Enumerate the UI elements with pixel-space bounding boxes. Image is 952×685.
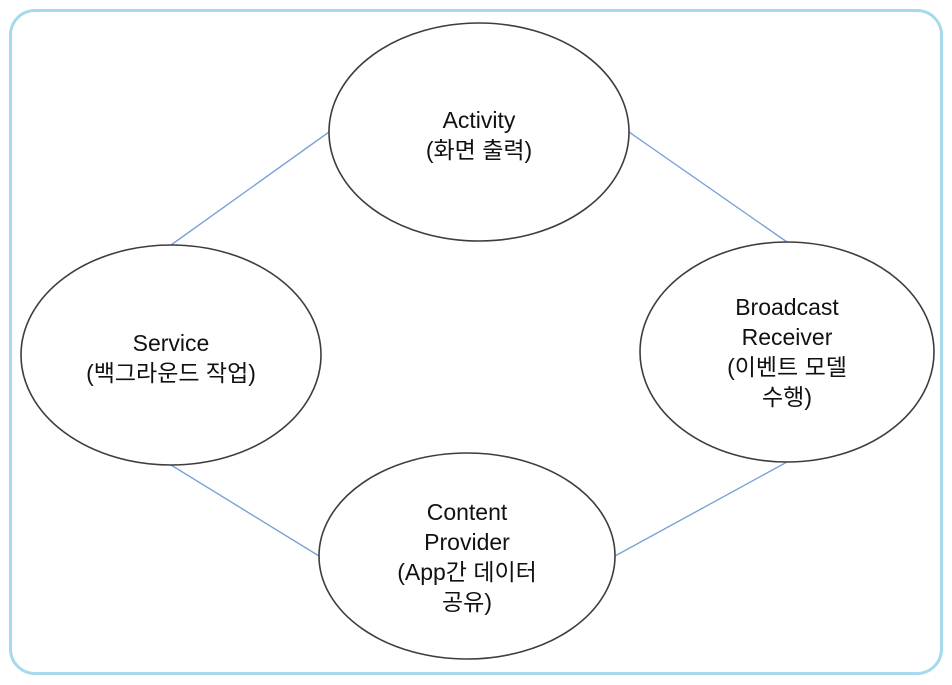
node-ellipse-service — [20, 244, 322, 466]
node-ellipse-activity — [328, 22, 630, 242]
node-label-line: (App간 데이터 — [397, 559, 537, 585]
node-label-line: Receiver — [741, 324, 833, 350]
node-label-broadcast-receiver: Broadcast Receiver (이벤트 모델 수행) — [727, 292, 847, 412]
node-label-line: (백그라운드 작업) — [86, 360, 256, 386]
node-label-line: (화면 출력) — [425, 137, 533, 163]
node-label-service: Service (백그라운드 작업) — [86, 328, 256, 388]
node-label-line: Content — [426, 499, 508, 525]
connector-activity-broadcast-receiver — [628, 131, 788, 243]
node-label-line: 공유) — [442, 589, 492, 615]
connector-broadcast-receiver-content-provider — [614, 461, 788, 557]
node-label-line: 수행) — [762, 384, 812, 410]
node-label-line: (이벤트 모델 — [727, 354, 847, 380]
node-label-content-provider: Content Provider (App간 데이터 공유) — [397, 497, 537, 617]
node-label-line: Service — [132, 330, 210, 356]
node-label-line: Provider — [424, 529, 510, 555]
node-label-line: Activity — [442, 107, 516, 133]
connector-service-activity — [170, 131, 330, 246]
node-ellipse-content-provider — [318, 452, 616, 660]
connector-content-provider-service — [170, 464, 320, 557]
node-label-line: Broadcast — [735, 294, 839, 320]
node-label-activity: Activity (화면 출력) — [426, 105, 532, 165]
node-ellipse-broadcast-receiver — [639, 241, 935, 463]
